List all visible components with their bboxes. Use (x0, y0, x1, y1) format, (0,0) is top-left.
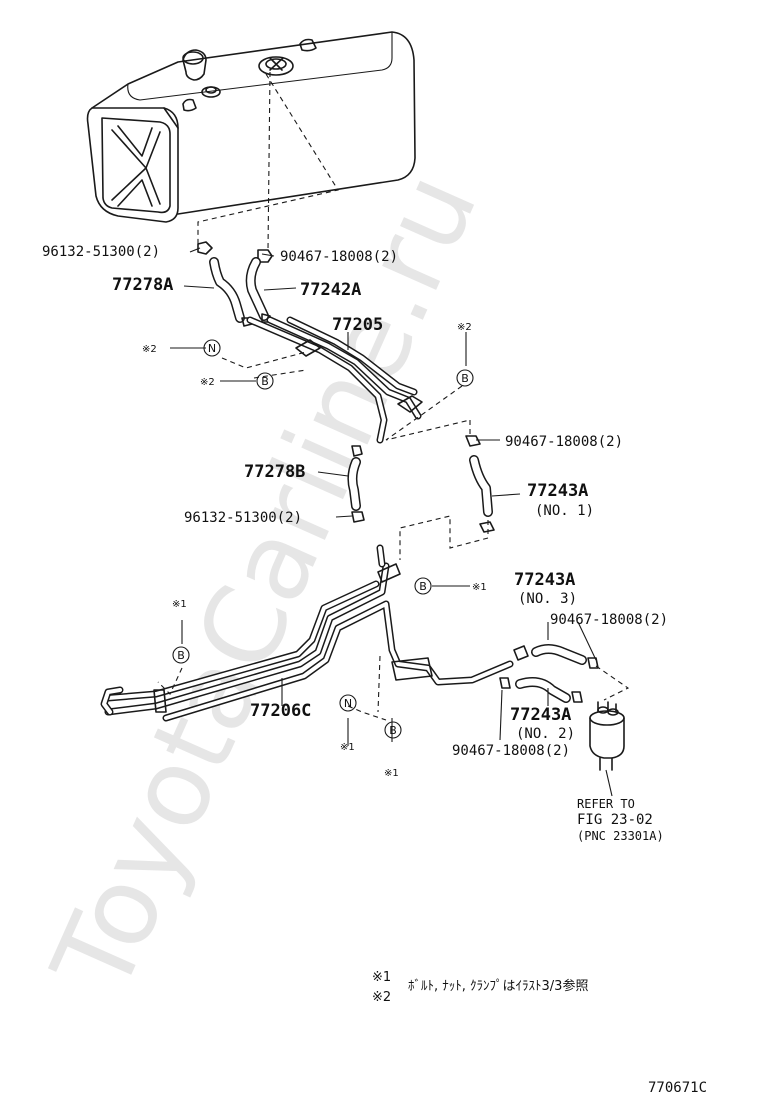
label-90467-18008-d: 90467-18008(2) (452, 743, 570, 759)
label-77242A: 77242A (300, 280, 361, 300)
figure-code: 770671C (648, 1080, 707, 1096)
ref-mark: ※2 (457, 322, 472, 333)
marker-n-2: N (339, 694, 357, 712)
pipe-77206C (100, 544, 514, 722)
pipe-77205 (246, 316, 423, 444)
marker-b-3: B (414, 577, 432, 595)
marker-b-2: B (456, 369, 474, 387)
refer-line-1: REFER TO (577, 797, 635, 811)
fuel-filter (589, 701, 625, 797)
ref-mark: ※1 (172, 599, 187, 610)
svg-text:N: N (208, 342, 216, 355)
clamp-96132-upper (197, 241, 213, 255)
ref-mark: ※1 (340, 742, 355, 753)
label-96132-51300-b: 96132-51300(2) (184, 510, 302, 526)
label-77243A-no2: 77243A (510, 705, 571, 725)
hose-77243A-no1 (465, 435, 495, 533)
label-90467-18008-a: 90467-18008(2) (280, 249, 398, 265)
svg-text:B: B (389, 724, 397, 737)
refer-line-3: (PNC 23301A) (577, 829, 664, 843)
svg-text:B: B (419, 580, 427, 593)
label-77243A-no3-sub: (NO. 3) (518, 591, 577, 607)
ref-mark: ※2 (142, 344, 157, 355)
hose-77243A-no3 (513, 644, 599, 669)
label-77206C: 77206C (250, 701, 311, 721)
label-77243A-no2-sub: (NO. 2) (516, 726, 575, 742)
label-77278A: 77278A (112, 275, 173, 295)
marker-b-5: B (384, 721, 402, 739)
note-text: ﾎﾞﾙﾄ, ﾅｯﾄ, ｸﾗﾝﾌﾟはｲﾗｽﾄ3/3参照 (408, 978, 588, 994)
marker-b-1: B (256, 372, 274, 390)
hose-77242A (245, 257, 269, 321)
label-77205: 77205 (332, 315, 383, 335)
label-77278B: 77278B (244, 462, 305, 482)
ref-mark: ※1 (384, 768, 399, 779)
fuel-tank (86, 31, 416, 223)
hose-77243A-no2 (499, 677, 583, 703)
leader-lines (170, 247, 597, 746)
marker-b-4: B (172, 646, 190, 664)
label-90467-18008-c: 90467-18008(2) (550, 612, 668, 628)
note-mark-2: ※2 (372, 990, 391, 1005)
label-90467-18008-b: 90467-18008(2) (505, 434, 623, 450)
refer-line-2: FIG 23-02 (577, 812, 653, 828)
hose-77278A (209, 257, 245, 323)
svg-text:B: B (461, 372, 469, 385)
marker-n-1: N (203, 339, 221, 357)
svg-text:N: N (344, 697, 352, 710)
svg-text:B: B (261, 375, 269, 388)
ref-mark: ※2 (200, 377, 215, 388)
hose-77278B (347, 445, 365, 523)
label-77243A-no3: 77243A (514, 570, 575, 590)
svg-text:B: B (177, 649, 185, 662)
label-77243A-no1-sub: (NO. 1) (535, 503, 594, 519)
label-96132-51300-a: 96132-51300(2) (42, 244, 160, 260)
label-77243A-no1: 77243A (527, 481, 588, 501)
note-mark-1: ※1 (372, 970, 391, 985)
ref-mark: ※1 (472, 582, 487, 593)
